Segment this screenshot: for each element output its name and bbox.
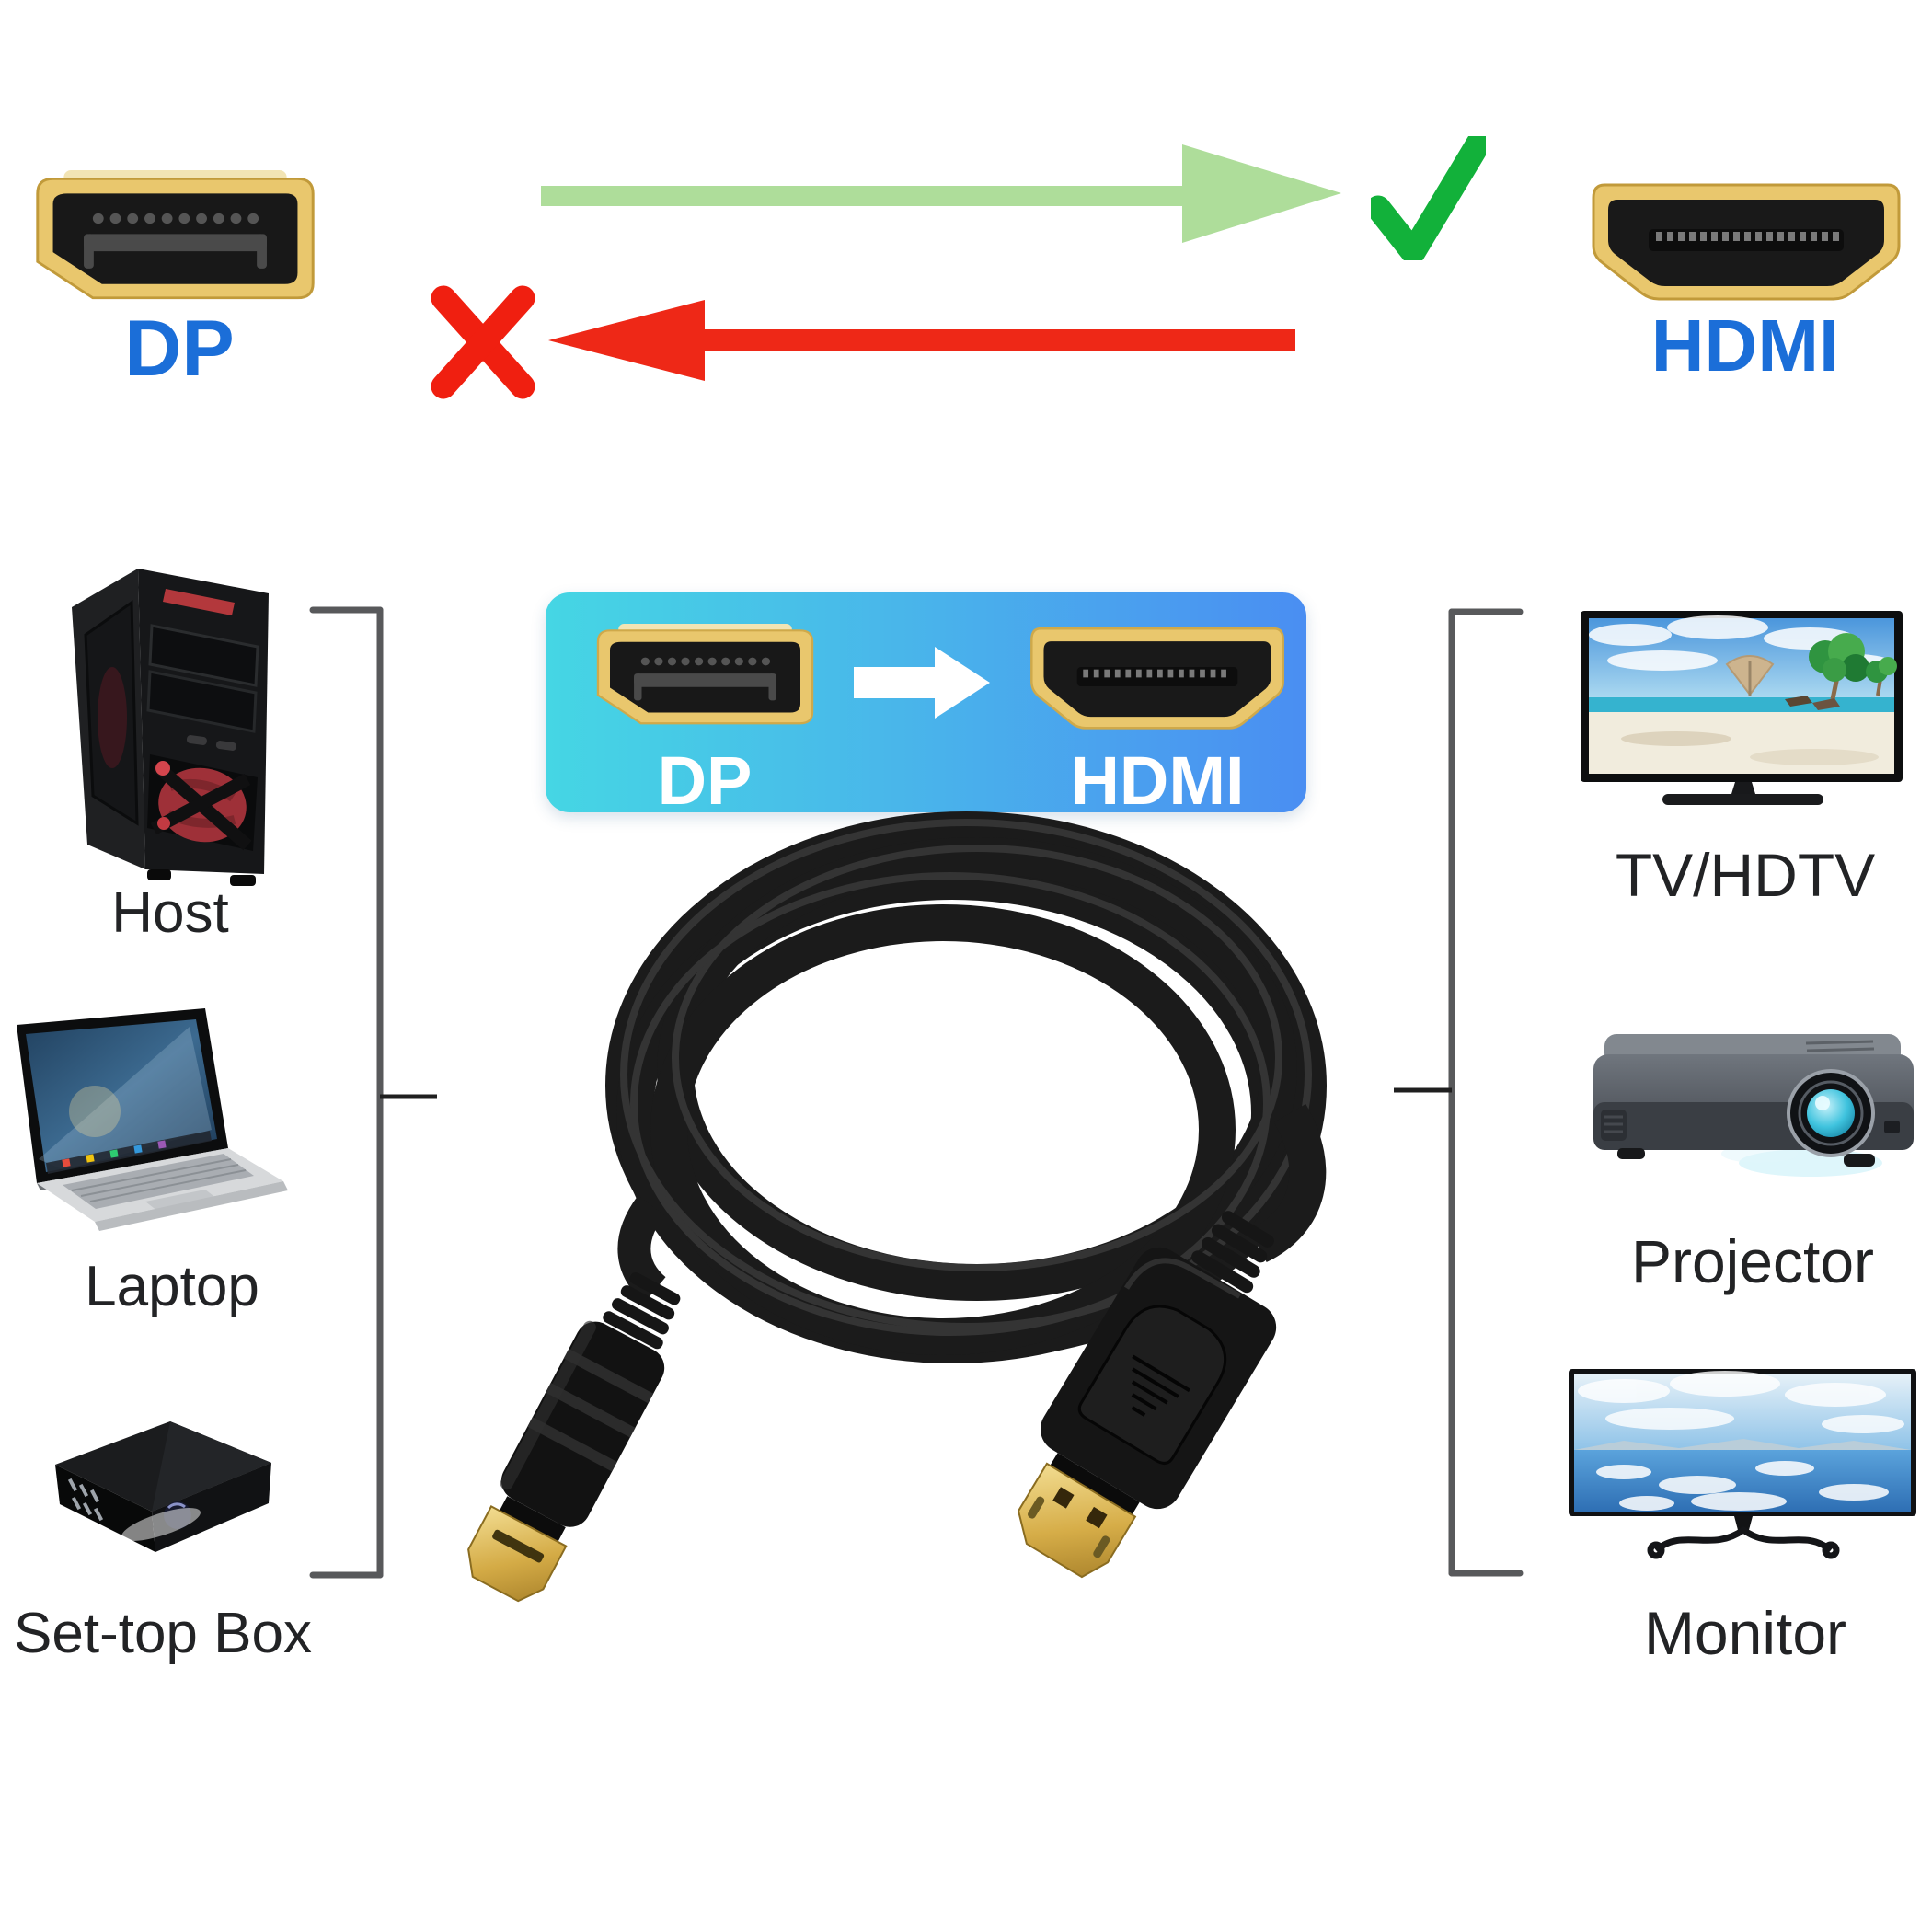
display-group-bracket [1394,608,1524,1577]
monitor-icon [1569,1369,1916,1559]
monitor-ornate-stand [1647,1525,1840,1559]
cable-displayport-connector [1017,1211,1277,1579]
dp-pins [92,213,259,224]
source-group-bracket [309,606,437,1579]
dp-port-label: DP [124,305,235,393]
banner-dp-label: DP [657,742,753,819]
source-device-label-host: Host [111,881,229,945]
cable-hdmi-connector [467,1272,681,1603]
hdmi-port-icon [1592,183,1901,301]
banner-hdmi-label: HDMI [1070,742,1245,819]
hdmi-port-label: HDMI [1650,305,1840,386]
dp-port-icon [36,170,315,300]
banner-right-arrow-icon [854,647,990,719]
set-top-box-vents [67,1478,104,1522]
display-device-label-tv: TV/HDTV [1615,841,1876,909]
source-device-label-laptop: Laptop [85,1255,259,1318]
green-arrow-right-icon [541,144,1341,243]
tv-palm-trees [1809,633,1897,700]
banner-hdmi-port-icon [1030,627,1284,730]
monitor-ice-floes [1596,1461,1889,1511]
display-device-label-monitor: Monitor [1643,1599,1847,1667]
host-tower-icon [72,569,269,886]
red-arrow-left-icon [548,300,1295,381]
tv-icon [1581,611,1903,805]
laptop-icon [17,1008,288,1231]
green-check-icon [1371,136,1486,260]
source-device-label-set-top-box: Set-top Box [14,1602,312,1665]
dp-to-hdmi-cable-photo [467,811,1327,1603]
tv-beach-umbrella [1725,655,1775,696]
projector-icon [1593,1034,1914,1177]
hdmi-pins [1656,232,1839,241]
red-x-icon [431,285,535,399]
display-device-label-projector: Projector [1630,1227,1875,1295]
banner-dp-port-icon [596,624,814,725]
set-top-box-icon [55,1421,271,1552]
dp-to-hdmi-banner: DP HDMI [546,592,1306,819]
dp-triangle-hatch [1131,1354,1191,1417]
laptop-dock-icons [62,1140,167,1167]
